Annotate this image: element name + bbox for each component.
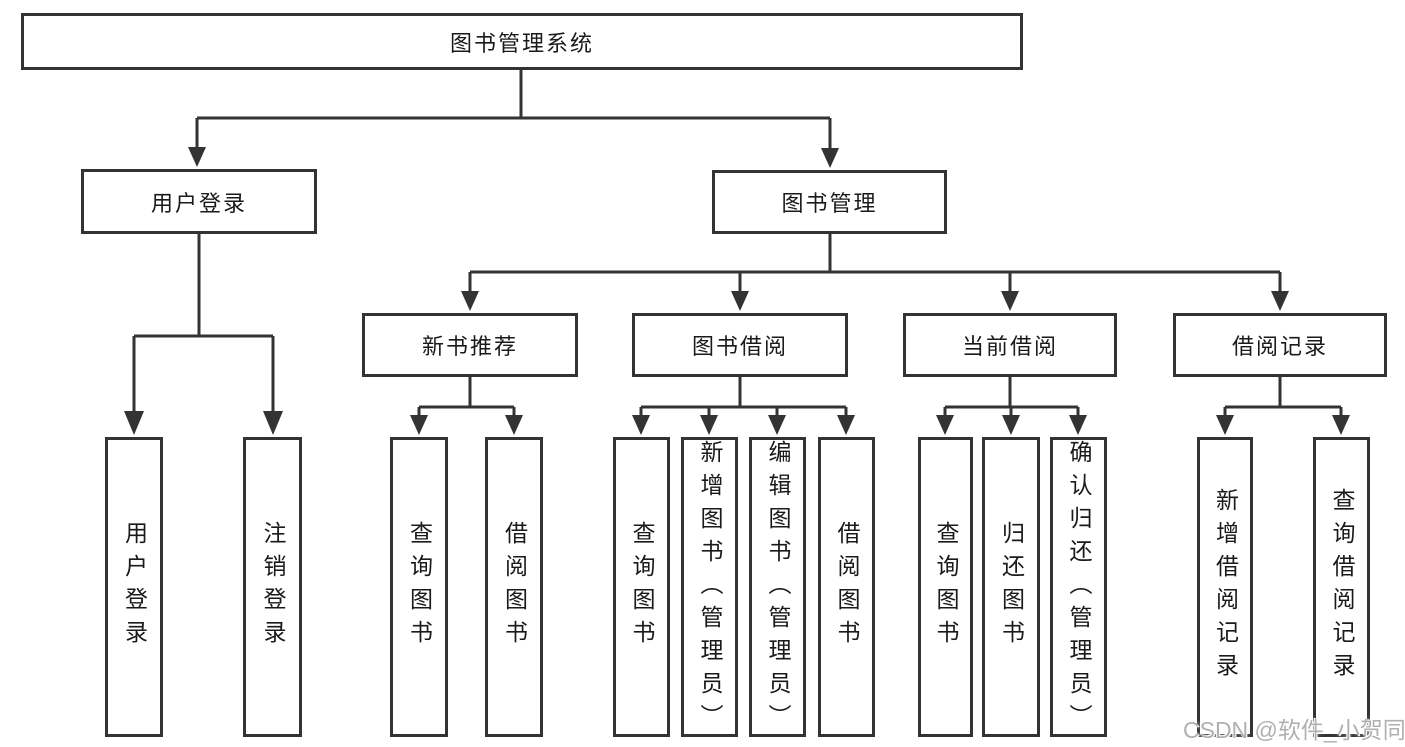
arrow-icon bbox=[124, 411, 144, 435]
node-user-login: 用户登录 bbox=[81, 169, 317, 234]
leaf-label: 借阅图书 bbox=[834, 521, 860, 653]
leaf-label: 编辑图书（管理员） bbox=[765, 440, 791, 737]
leaf-borrow-books-recommend: 借阅图书 bbox=[485, 437, 543, 737]
node-book-borrowing: 图书借阅 bbox=[632, 313, 848, 377]
arrow-icon bbox=[1069, 415, 1087, 435]
arrowheads bbox=[124, 147, 1350, 435]
leaf-label: 查询借阅记录 bbox=[1329, 488, 1355, 686]
arrow-icon bbox=[505, 415, 523, 435]
arrow-icon bbox=[632, 415, 650, 435]
leaf-label: 查询图书 bbox=[406, 521, 433, 653]
node-label: 当前借阅 bbox=[961, 334, 1058, 359]
leaf-label: 注销登录 bbox=[260, 521, 286, 653]
arrow-icon bbox=[188, 147, 206, 167]
leaf-confirm-return-admin: 确认归还（管理员） bbox=[1050, 437, 1107, 737]
leaf-label: 确认归还（管理员） bbox=[1066, 440, 1092, 737]
arrow-icon bbox=[461, 291, 479, 311]
leaf-edit-books-admin: 编辑图书（管理员） bbox=[749, 437, 806, 737]
leaf-query-books-recommend: 查询图书 bbox=[390, 437, 448, 737]
node-current-borrowing: 当前借阅 bbox=[903, 313, 1117, 377]
arrow-icon bbox=[936, 415, 954, 435]
connector-lines bbox=[132, 70, 1343, 417]
leaf-add-borrow-record: 新增借阅记录 bbox=[1197, 437, 1253, 737]
arrow-icon bbox=[1332, 415, 1350, 435]
arrow-icon bbox=[700, 415, 718, 435]
arrow-icon bbox=[1216, 415, 1234, 435]
arrow-icon bbox=[263, 411, 283, 435]
node-label: 图书管理系统 bbox=[449, 30, 594, 56]
node-label: 图书借阅 bbox=[691, 334, 788, 359]
leaf-logout: 注销登录 bbox=[243, 437, 302, 737]
node-label: 用户登录 bbox=[150, 190, 247, 216]
leaf-user-login: 用户登录 bbox=[105, 437, 163, 737]
node-book-management: 图书管理 bbox=[712, 170, 947, 234]
leaf-label: 归还图书 bbox=[998, 521, 1025, 653]
leaf-query-books-current: 查询图书 bbox=[918, 437, 973, 737]
arrow-icon bbox=[837, 415, 855, 435]
leaf-label: 新增图书（管理员） bbox=[697, 440, 723, 737]
leaf-query-borrow-record: 查询借阅记录 bbox=[1313, 437, 1370, 737]
leaf-label: 借阅图书 bbox=[501, 521, 528, 653]
node-label: 借阅记录 bbox=[1231, 334, 1328, 359]
arrow-icon bbox=[731, 291, 749, 311]
leaf-label: 查询图书 bbox=[933, 521, 959, 653]
leaf-borrow-books: 借阅图书 bbox=[818, 437, 875, 737]
arrow-icon bbox=[768, 415, 786, 435]
arrow-icon bbox=[821, 148, 839, 168]
leaf-return-books: 归还图书 bbox=[982, 437, 1040, 737]
leaf-label: 新增借阅记录 bbox=[1212, 488, 1239, 686]
arrow-icon bbox=[1001, 291, 1019, 311]
csdn-watermark: CSDN @软件_小贺同学 bbox=[1183, 717, 1405, 743]
leaf-label: 查询图书 bbox=[629, 521, 655, 653]
node-label: 图书管理 bbox=[781, 191, 878, 216]
arrow-icon bbox=[1002, 415, 1020, 435]
leaf-query-books-borrowing: 查询图书 bbox=[613, 437, 670, 737]
leaf-add-books-admin: 新增图书（管理员） bbox=[681, 437, 738, 737]
node-label: 新书推荐 bbox=[421, 334, 518, 359]
node-borrowing-records: 借阅记录 bbox=[1173, 313, 1387, 377]
node-new-book-recommend: 新书推荐 bbox=[362, 313, 578, 377]
leaf-label: 用户登录 bbox=[121, 521, 148, 653]
node-library-system: 图书管理系统 bbox=[21, 13, 1023, 70]
arrow-icon bbox=[1271, 291, 1289, 311]
arrow-icon bbox=[410, 415, 428, 435]
